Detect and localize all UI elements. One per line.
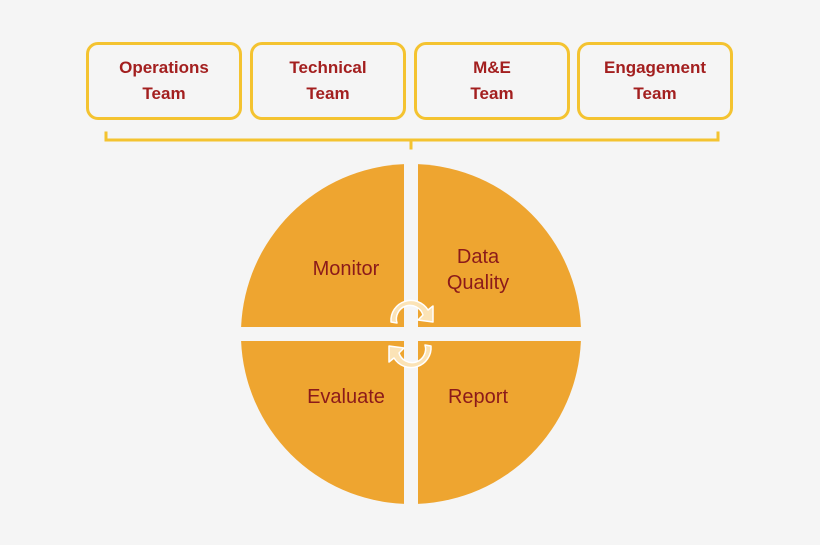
cycle-arrows-icon [388, 299, 434, 369]
quadrant-label-line1: Data [456, 246, 500, 268]
team-label-line2: Team [470, 84, 514, 103]
quadrant-label-line2: Quality [446, 272, 510, 294]
team-label-line2: Team [633, 84, 677, 103]
quadrant-label-evaluate: Evaluate [307, 386, 385, 408]
team-label-line2: Team [306, 84, 350, 103]
team-label-line1: M&E [473, 58, 511, 77]
quadrant-label-report: Report [447, 386, 509, 408]
team-box-me: M&E Team [414, 42, 570, 120]
quadrant-label-data-quality: Data Quality [426, 244, 530, 296]
quadrant-evaluate [241, 341, 404, 504]
quadrant-label-monitor: Monitor [312, 258, 380, 280]
team-label-line2: Team [142, 84, 186, 103]
team-label-line1: Technical [289, 58, 367, 77]
team-label-line1: Engagement [603, 58, 707, 77]
team-box-operations: Operations Team [86, 42, 242, 120]
team-box-technical: Technical Team [250, 42, 406, 120]
team-label-line1: Operations [119, 58, 209, 77]
team-box-engagement: Engagement Team [577, 42, 733, 120]
quadrant-data-quality [418, 164, 581, 327]
quadrant-report [418, 341, 581, 504]
quadrant-monitor [241, 164, 404, 327]
team-bracket [104, 131, 720, 150]
